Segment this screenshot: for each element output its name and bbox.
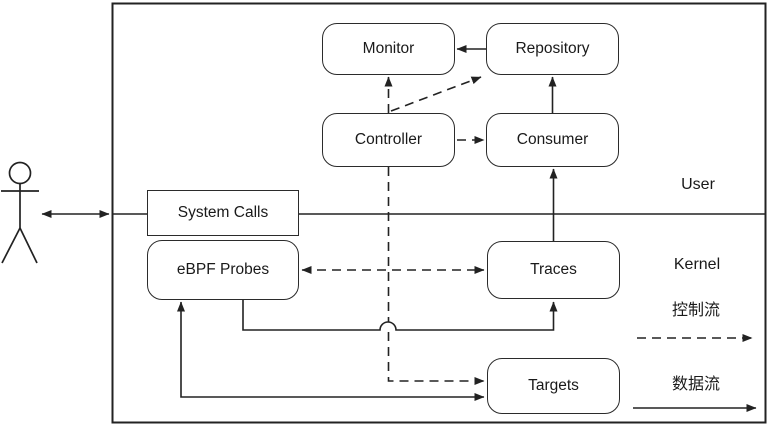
edge-controller-to-targets <box>387 167 485 385</box>
node-targets-label: Targets <box>528 377 579 394</box>
node-controller-label: Controller <box>354 131 423 148</box>
node-repository-label: Repository <box>515 40 590 57</box>
node-system-calls-label: System Calls <box>177 204 269 221</box>
node-traces-label: Traces <box>530 261 577 278</box>
node-consumer: Consumer <box>486 113 619 167</box>
node-monitor-label: Monitor <box>362 40 415 57</box>
node-repository: Repository <box>486 23 619 75</box>
node-ebpf-probes: eBPF Probes <box>147 240 299 300</box>
person-stick-figure-icon <box>1 161 39 264</box>
node-monitor: Monitor <box>322 23 455 75</box>
edge-controller-to-repository <box>390 76 482 112</box>
legend-data-flow-label: 数据流 <box>671 376 720 393</box>
system-boundary-box <box>111 2 767 424</box>
line-hop-mask <box>380 322 396 330</box>
node-consumer-label: Consumer <box>516 131 589 148</box>
node-targets: Targets <box>487 358 620 414</box>
edge-targets-ebpf-probes <box>177 301 485 401</box>
node-system-calls: System Calls <box>147 190 299 236</box>
legend-control-flow-label: 控制流 <box>671 302 720 319</box>
node-ebpf-probes-label: eBPF Probes <box>176 261 270 278</box>
node-controller: Controller <box>322 113 455 167</box>
zone-label-user: User <box>681 176 715 193</box>
zone-label-kernel: Kernel <box>673 256 721 273</box>
node-traces: Traces <box>487 241 620 299</box>
edge-ebpf-probes-to-traces-solid <box>242 300 558 331</box>
